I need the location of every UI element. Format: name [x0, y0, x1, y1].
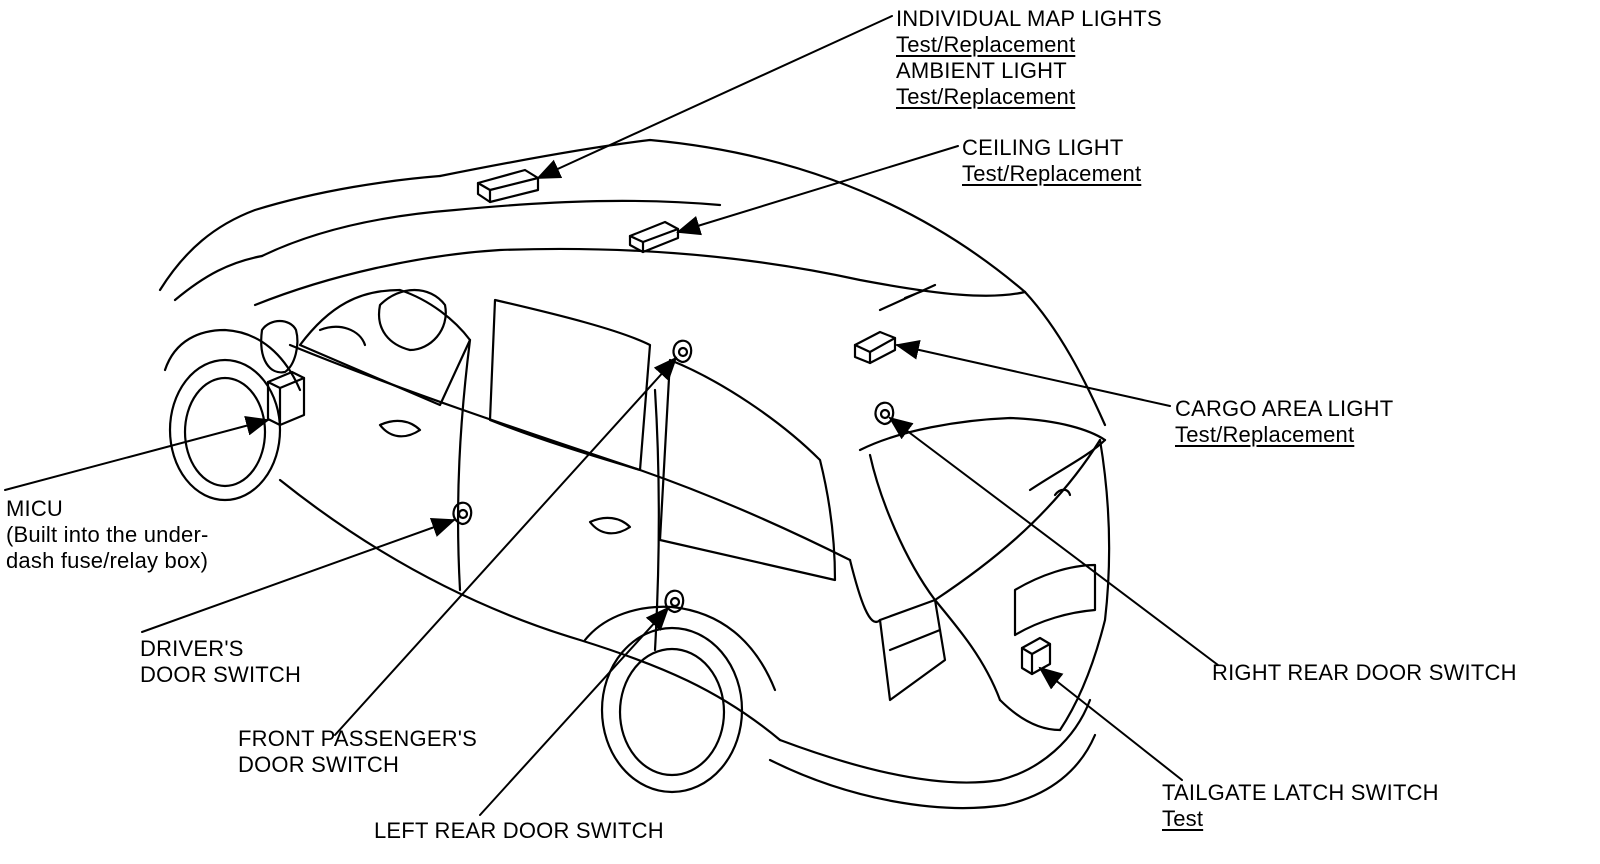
map-lights-component[interactable]: [476, 168, 540, 204]
label-front-passenger-door-switch: FRONT PASSENGER'S DOOR SWITCH: [238, 726, 477, 778]
leader-front-passenger-door-switch: [334, 356, 678, 736]
map-lights-title: INDIVIDUAL MAP LIGHTS: [896, 6, 1162, 31]
cargo-area-light-component[interactable]: [853, 330, 897, 365]
rear-wheel: [583, 605, 777, 794]
micu-title: MICU: [6, 496, 64, 521]
leader-tailgate-latch-switch: [1038, 666, 1183, 781]
micu-note-line2: dash fuse/relay box): [6, 548, 209, 573]
right-rear-door-switch-component[interactable]: [874, 401, 895, 426]
label-ceiling-light: CEILING LIGHT Test/Replacement: [962, 135, 1141, 187]
label-cargo-area-light: CARGO AREA LIGHT Test/Replacement: [1175, 396, 1393, 448]
micu-note-line1: (Built into the under-: [6, 522, 209, 547]
leader-map-lights: [536, 15, 893, 179]
ceiling-light-title: CEILING LIGHT: [962, 135, 1124, 160]
drivers-door-switch-component[interactable]: [452, 501, 473, 526]
label-micu: MICU (Built into the under- dash fuse/re…: [6, 496, 209, 574]
cargo-area-light-title: CARGO AREA LIGHT: [1175, 396, 1394, 421]
leader-cargo-area-light: [895, 340, 1171, 407]
label-map-lights: INDIVIDUAL MAP LIGHTS Test/Replacement A…: [896, 6, 1162, 110]
tailgate-latch-switch-title: TAILGATE LATCH SWITCH: [1162, 780, 1439, 805]
leader-ceiling-light: [676, 145, 959, 236]
ceiling-light-test-link[interactable]: Test/Replacement: [962, 161, 1142, 186]
tailgate-latch-switch-component[interactable]: [1020, 636, 1052, 676]
ambient-light-title: AMBIENT LIGHT: [896, 58, 1067, 83]
leader-right-rear-door-switch: [888, 416, 1219, 666]
label-drivers-door-switch: DRIVER'S DOOR SWITCH: [140, 636, 301, 688]
leader-left-rear-door-switch: [479, 606, 670, 816]
leader-lines: [4, 15, 1219, 816]
right-rear-door-switch-title: RIGHT REAR DOOR SWITCH: [1212, 660, 1517, 685]
cargo-area-light-test-link[interactable]: Test/Replacement: [1175, 422, 1355, 447]
tailgate-latch-switch-test-link[interactable]: Test: [1162, 806, 1204, 831]
drivers-door-switch-line1: DRIVER'S: [140, 636, 244, 661]
front-passenger-door-switch-line2: DOOR SWITCH: [238, 752, 400, 777]
leader-drivers-door-switch: [141, 518, 456, 633]
label-tailgate-latch-switch: TAILGATE LATCH SWITCH Test: [1162, 780, 1439, 832]
leader-micu: [4, 415, 270, 491]
front-passenger-door-switch-line1: FRONT PASSENGER'S: [238, 726, 478, 751]
label-right-rear-door-switch: RIGHT REAR DOOR SWITCH: [1212, 660, 1517, 686]
left-rear-door-switch-title: LEFT REAR DOOR SWITCH: [374, 818, 664, 843]
vehicle-body: [158, 138, 1111, 810]
label-left-rear-door-switch: LEFT REAR DOOR SWITCH: [374, 818, 664, 844]
map-lights-test-link[interactable]: Test/Replacement: [896, 32, 1076, 57]
drivers-door-switch-line2: DOOR SWITCH: [140, 662, 302, 687]
ambient-light-test-link[interactable]: Test/Replacement: [896, 84, 1076, 109]
ceiling-light-component[interactable]: [628, 220, 680, 254]
